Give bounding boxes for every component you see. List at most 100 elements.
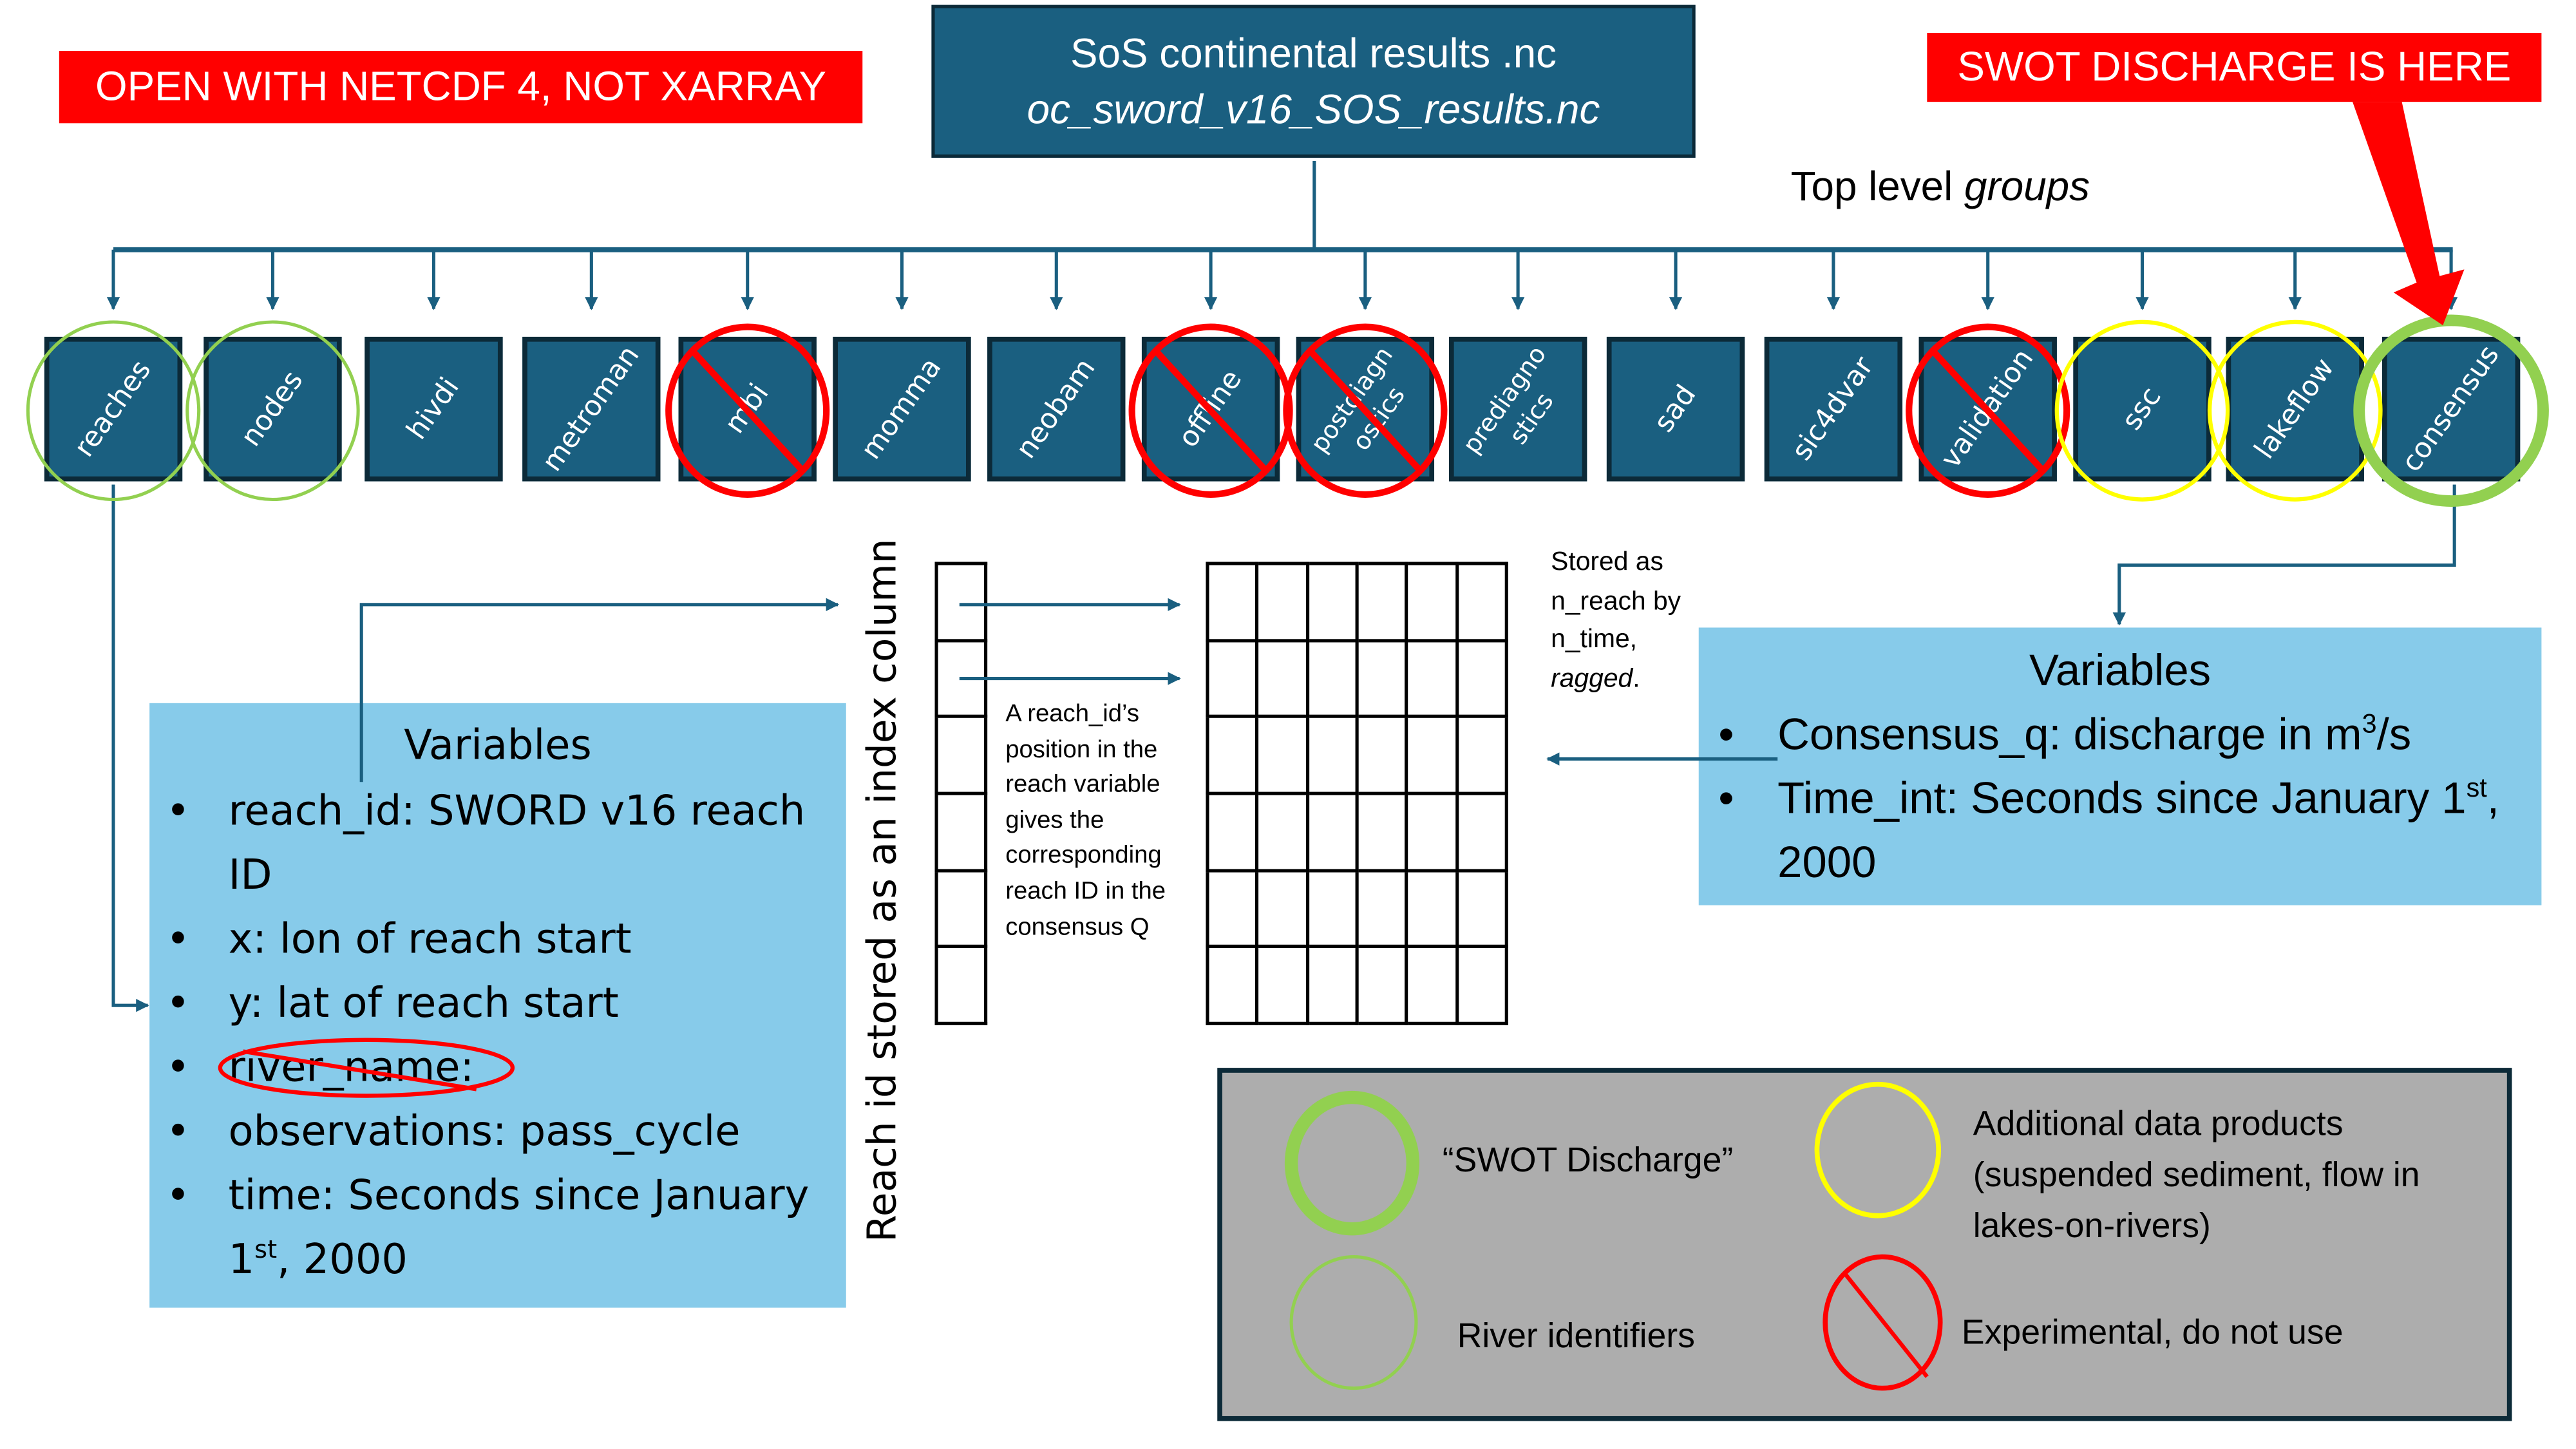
group-label: sad (1648, 379, 1703, 439)
group-consensus[interactable]: consensus (2382, 336, 2521, 482)
variable-text: time: Seconds since January 1 (228, 1171, 810, 1283)
group-label: metroman (536, 340, 647, 478)
group-label: ssc (2116, 381, 2169, 437)
index-cell (934, 715, 988, 795)
group-sic4dvar[interactable]: sic4dvar (1764, 336, 1903, 482)
storage-note-emphasis: ragged (1551, 664, 1633, 693)
matrix-cell (1255, 715, 1309, 795)
variable-text: y: lat of reach start (228, 979, 619, 1027)
index-cell (934, 791, 988, 872)
variable-text: reach_id: SWORD v16 reach ID (228, 786, 806, 899)
group-mbi[interactable]: mbi (678, 336, 817, 482)
variable-text-tail: , 2000 (277, 1235, 408, 1283)
bullet-icon: • (1718, 773, 1734, 824)
group-label: validation (1935, 343, 2041, 475)
swot-callout-arrow (2353, 102, 2465, 326)
superscript: st (2466, 773, 2487, 804)
ordinal-suffix: st (254, 1235, 278, 1265)
group-nodes[interactable]: nodes (204, 336, 342, 482)
group-ssc[interactable]: ssc (2073, 336, 2211, 482)
group-offline[interactable]: offline (1141, 336, 1280, 482)
reaches-variables-panel: Variables •reach_id: SWORD v16 reach ID•… (149, 703, 846, 1308)
matrix-cell (1255, 868, 1309, 949)
consensus-to-variables-connector (2112, 484, 2456, 626)
reaches-variable-item: •x: lon of reach start (166, 907, 846, 971)
consensus-variable-item: •Consensus_q: discharge in m3/s (1718, 703, 2541, 767)
legend-label-swot-discharge: “SWOT Discharge” (1442, 1141, 1734, 1180)
top-level-prefix: Top level (1790, 164, 1965, 211)
group-label: prediagno stics (1457, 340, 1560, 459)
matrix-cell (1455, 945, 1508, 1025)
results-file-name: oc_sword_v16_SOS_results.nc (1027, 87, 1600, 133)
index-cell (934, 562, 988, 642)
matrix-row (1206, 868, 1508, 949)
matrix-cell (1405, 791, 1459, 872)
variable-text: Time_int: Seconds since January 1 (1777, 773, 2467, 824)
matrix-cell (1305, 562, 1359, 642)
index-row (934, 715, 988, 795)
matrix-cell (1206, 791, 1259, 872)
reaches-variable-item: •river_name: (166, 1035, 846, 1099)
netcdf-warning-banner: OPEN WITH NETCDF 4, NOT XARRAY (59, 51, 863, 124)
matrix-cell (1355, 945, 1409, 1025)
group-lakeflow[interactable]: lakeflow (2226, 336, 2364, 482)
group-arrows (106, 249, 2458, 310)
bullet-icon: • (1718, 710, 1734, 759)
legend-label-additional: Additional data products (suspended sedi… (1973, 1105, 2420, 1245)
consensus-variables-list: •Consensus_q: discharge in m3/s•Time_int… (1718, 703, 2541, 895)
index-row (934, 562, 988, 642)
group-label: momma (855, 352, 949, 466)
variable-text: Consensus_q: discharge in m (1777, 710, 2362, 759)
matrix-cell (1206, 715, 1259, 795)
bullet-icon: • (166, 1107, 191, 1155)
matrix-cell (1455, 715, 1508, 795)
matrix-cell (1355, 715, 1409, 795)
index-row (934, 638, 988, 719)
group-label: lakeflow (2248, 352, 2342, 466)
group-validation[interactable]: validation (1918, 336, 2057, 482)
group-postdiagnostics[interactable]: postdiagn ostics (1296, 336, 1435, 482)
matrix-row (1206, 715, 1508, 795)
reach-index-column (934, 562, 988, 1025)
matrix-row (1206, 945, 1508, 1025)
matrix-cell (1206, 945, 1259, 1025)
storage-note-text: Stored as n_reach by n_time, (1551, 549, 1681, 654)
matrix-cell (1405, 945, 1459, 1025)
results-file-title: SoS continental results .nc (1070, 31, 1557, 77)
group-sad[interactable]: sad (1606, 336, 1745, 482)
index-row (934, 868, 988, 949)
group-reaches[interactable]: reaches (44, 336, 183, 482)
group-label: reaches (68, 354, 158, 464)
reaches-variable-item: •reach_id: SWORD v16 reach ID (166, 779, 846, 907)
group-neobam[interactable]: neobam (987, 336, 1126, 482)
group-momma[interactable]: momma (833, 336, 971, 482)
group-tree-connectors (113, 160, 2453, 252)
group-label: consensus (2396, 339, 2507, 478)
matrix-row (1206, 638, 1508, 719)
matrix-cell (1305, 945, 1359, 1025)
consensus-variables-title: Variables (2029, 645, 2211, 696)
netcdf-warning-text: OPEN WITH NETCDF 4, NOT XARRAY (95, 63, 827, 109)
superscript: 3 (2362, 710, 2377, 739)
matrix-cell (1255, 562, 1309, 642)
matrix-cell (1255, 638, 1309, 719)
index-cell (934, 945, 988, 1025)
matrix-cell (1455, 868, 1508, 949)
group-label: mbi (719, 378, 777, 440)
matrix-cell (1255, 945, 1309, 1025)
group-hivdi[interactable]: hivdi (365, 336, 503, 482)
matrix-cell (1405, 638, 1459, 719)
group-label: offline (1172, 364, 1249, 454)
reaches-variable-item: •time: Seconds since January 1st, 2000 (166, 1163, 846, 1291)
variable-text-tail: , 2000 (1777, 773, 2499, 887)
matrix-cell (1455, 562, 1508, 642)
matrix-cell (1355, 638, 1409, 719)
index-column-label: Reach id stored as an index column (859, 522, 905, 1258)
group-prediagnostics[interactable]: prediagno stics (1448, 336, 1587, 482)
storage-note-suffix: . (1633, 664, 1640, 693)
matrix-cell (1455, 638, 1508, 719)
reaches-variables-title: Variables (404, 721, 592, 769)
group-metroman[interactable]: metroman (522, 336, 661, 482)
matrix-cell (1305, 791, 1359, 872)
reaches-variable-item: •observations: pass_cycle (166, 1099, 846, 1163)
